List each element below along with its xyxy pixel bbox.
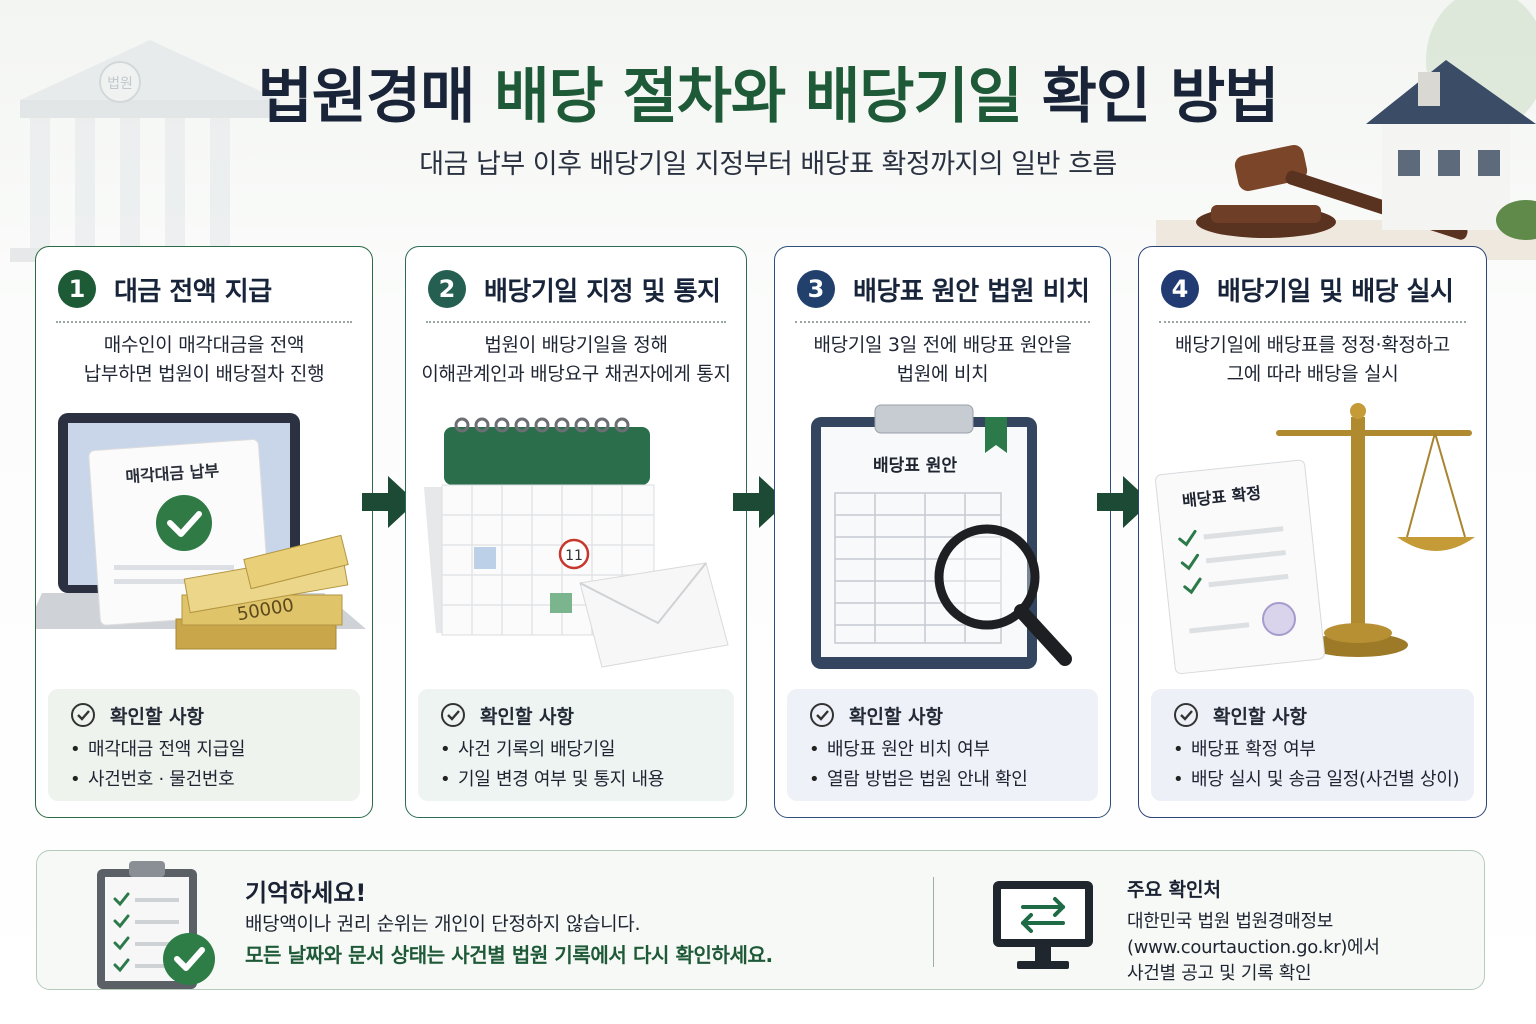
check-title: 확인할 사항 [849, 705, 944, 728]
page-title: 법원경매 배당 절차와 배당기일 확인 방법 [0, 48, 1536, 135]
step-header: 1 대금 전액 지급 [58, 269, 354, 309]
contact-line: 대한민국 법원 법원경매정보 [1127, 911, 1333, 932]
check-circle-icon [441, 703, 465, 727]
step-number: 3 [797, 270, 835, 308]
desc-line: 그에 따라 배당을 실시 [1226, 363, 1399, 385]
arrow-right-icon [733, 476, 787, 528]
check-item: 배당 실시 및 송금 일정(사건별 상이) [1169, 765, 1460, 795]
step-title: 배당표 원안 법원 비치 [853, 276, 1090, 307]
court-emblem-text: 법원 [107, 76, 133, 92]
step-header: 4 배당기일 및 배당 실시 [1161, 269, 1468, 309]
step-description: 매수인이 매각대금을 전액 납부하면 법원이 배당절차 진행 [46, 331, 362, 389]
check-title: 확인할 사항 [110, 705, 205, 728]
check-list: 사건 기록의 배당기일 기일 변경 여부 및 통지 내용 [436, 735, 716, 795]
arrow-right-icon [1097, 476, 1151, 528]
magnifier-icon [934, 524, 1072, 666]
check-item: 열람 방법은 법원 안내 확인 [805, 765, 1080, 795]
step-description: 배당기일에 배당표를 정정·확정하고 그에 따라 배당을 실시 [1149, 331, 1476, 389]
contact-url-line: (www.courtauction.go.kr)에서 [1127, 937, 1380, 958]
clipboard-magnifier-illustration: 배당표 원안 [811, 404, 1072, 669]
remember-line-emphasis: 모든 날짜와 문서 상태는 사건별 법원 기록에서 다시 확인하세요. [245, 943, 773, 967]
check-list: 매각대금 전액 지급일 사건번호 · 물건번호 [66, 735, 342, 795]
check-header: 확인할 사항 [1169, 701, 1456, 729]
step-card-2: 2 배당기일 지정 및 통지 법원이 배당기일을 정해 이해관계인과 배당요구 … [405, 246, 747, 818]
step-number: 4 [1161, 270, 1199, 308]
calendar-icon: 11 [424, 417, 656, 636]
step-title: 배당기일 지정 및 통지 [484, 276, 721, 307]
check-header: 확인할 사항 [805, 701, 1080, 729]
contact-title: 주요 확인처 [1127, 879, 1222, 901]
divider [795, 321, 1090, 323]
step-description: 법원이 배당기일을 정해 이해관계인과 배당요구 채권자에게 통지 [416, 331, 736, 389]
check-item: 매각대금 전액 지급일 [66, 735, 342, 765]
contact-line: 사건별 공고 및 기록 확인 [1127, 963, 1312, 984]
step-header: 2 배당기일 지정 및 통지 [428, 269, 728, 309]
step-card-4: 4 배당기일 및 배당 실시 배당기일에 배당표를 정정·확정하고 그에 따라 … [1138, 246, 1487, 818]
desc-line: 이해관계인과 배당요구 채권자에게 통지 [421, 363, 731, 385]
clipboard-checklist-icon [97, 861, 215, 989]
title-part1: 법원경매 [257, 62, 495, 132]
arrow-right-icon [362, 476, 416, 528]
step-card-3: 3 배당표 원안 법원 비치 배당기일 3일 전에 배당표 원안을 법원에 비치… [774, 246, 1111, 818]
check-item: 배당표 확정 여부 [1169, 735, 1456, 765]
title-part2: 확인 방법 [1021, 62, 1280, 132]
scale-icon [1276, 403, 1475, 657]
check-list: 배당표 확정 여부 배당 실시 및 송금 일정(사건별 상이) [1169, 735, 1460, 795]
doc-title: 배당표 원안 [873, 456, 957, 476]
check-list: 배당표 원안 비치 여부 열람 방법은 법원 안내 확인 [805, 735, 1080, 795]
check-section: 확인할 사항 배당표 확정 여부 배당 실시 및 송금 일정(사건별 상이) [1151, 689, 1474, 801]
step-card-1: 1 대금 전액 지급 매수인이 매각대금을 전액 납부하면 법원이 배당절차 진… [35, 246, 373, 818]
remember-title: 기억하세요! [245, 879, 367, 907]
check-section: 확인할 사항 배당표 원안 비치 여부 열람 방법은 법원 안내 확인 [787, 689, 1098, 801]
check-section: 확인할 사항 사건 기록의 배당기일 기일 변경 여부 및 통지 내용 [418, 689, 734, 801]
document-icon: 배당표 확정 [1155, 459, 1325, 675]
divider [426, 321, 726, 323]
step-description: 배당기일 3일 전에 배당표 원안을 법원에 비치 [785, 331, 1100, 389]
check-header: 확인할 사항 [66, 701, 342, 729]
step-number: 1 [58, 270, 96, 308]
step-number: 2 [428, 270, 466, 308]
laptop-payment-illustration: 매각대금 납부 50000 [36, 413, 366, 650]
calendar-illustration: 11 [424, 417, 729, 668]
divider [56, 321, 352, 323]
desc-line: 납부하면 법원이 배당절차 진행 [83, 363, 325, 385]
step-title: 대금 전액 지급 [114, 276, 272, 307]
check-circle-icon [1174, 703, 1198, 727]
desc-line: 법원이 배당기일을 정해 [484, 334, 668, 356]
divider [933, 877, 934, 967]
check-item: 기일 변경 여부 및 통지 내용 [436, 765, 716, 795]
envelope-icon [579, 562, 729, 668]
check-item: 배당표 원안 비치 여부 [805, 735, 1080, 765]
check-header: 확인할 사항 [436, 701, 716, 729]
clipboard-icon: 배당표 원안 [811, 404, 1037, 669]
page-subtitle: 대금 납부 이후 배당기일 지정부터 배당표 확정까지의 일반 흐름 [419, 149, 1117, 180]
divider [1159, 321, 1466, 323]
check-title: 확인할 사항 [1213, 705, 1308, 728]
check-section: 확인할 사항 매각대금 전액 지급일 사건번호 · 물건번호 [48, 689, 360, 801]
check-circle-icon [156, 495, 212, 551]
notice-panel: 기억하세요! 배당액이나 권리 순위는 개인이 단정하지 않습니다. 모든 날짜… [36, 850, 1485, 990]
gavel-icon [1196, 144, 1468, 240]
document-scale-illustration: 배당표 확정 [1155, 403, 1475, 675]
step-header: 3 배당표 원안 법원 비치 [797, 269, 1092, 309]
desc-line: 배당기일 3일 전에 배당표 원안을 [813, 334, 1072, 356]
step-title: 배당기일 및 배당 실시 [1217, 276, 1454, 307]
desc-line: 법원에 비치 [896, 363, 989, 385]
monitor-exchange-icon [993, 881, 1093, 969]
desc-line: 배당기일에 배당표를 정정·확정하고 [1175, 334, 1450, 356]
check-item: 사건 기록의 배당기일 [436, 735, 716, 765]
remember-line: 배당액이나 권리 순위는 개인이 단정하지 않습니다. [245, 913, 641, 935]
calendar-day: 11 [565, 548, 583, 564]
title-accent: 배당 절차와 배당기일 [494, 62, 1023, 132]
house-icon [1366, 60, 1536, 240]
check-item: 사건번호 · 물건번호 [66, 765, 342, 795]
check-title: 확인할 사항 [480, 705, 575, 728]
check-circle-icon [71, 703, 95, 727]
check-circle-icon [810, 703, 834, 727]
desc-line: 매수인이 매각대금을 전액 [103, 334, 305, 356]
money-stack-icon: 50000 [175, 534, 349, 650]
